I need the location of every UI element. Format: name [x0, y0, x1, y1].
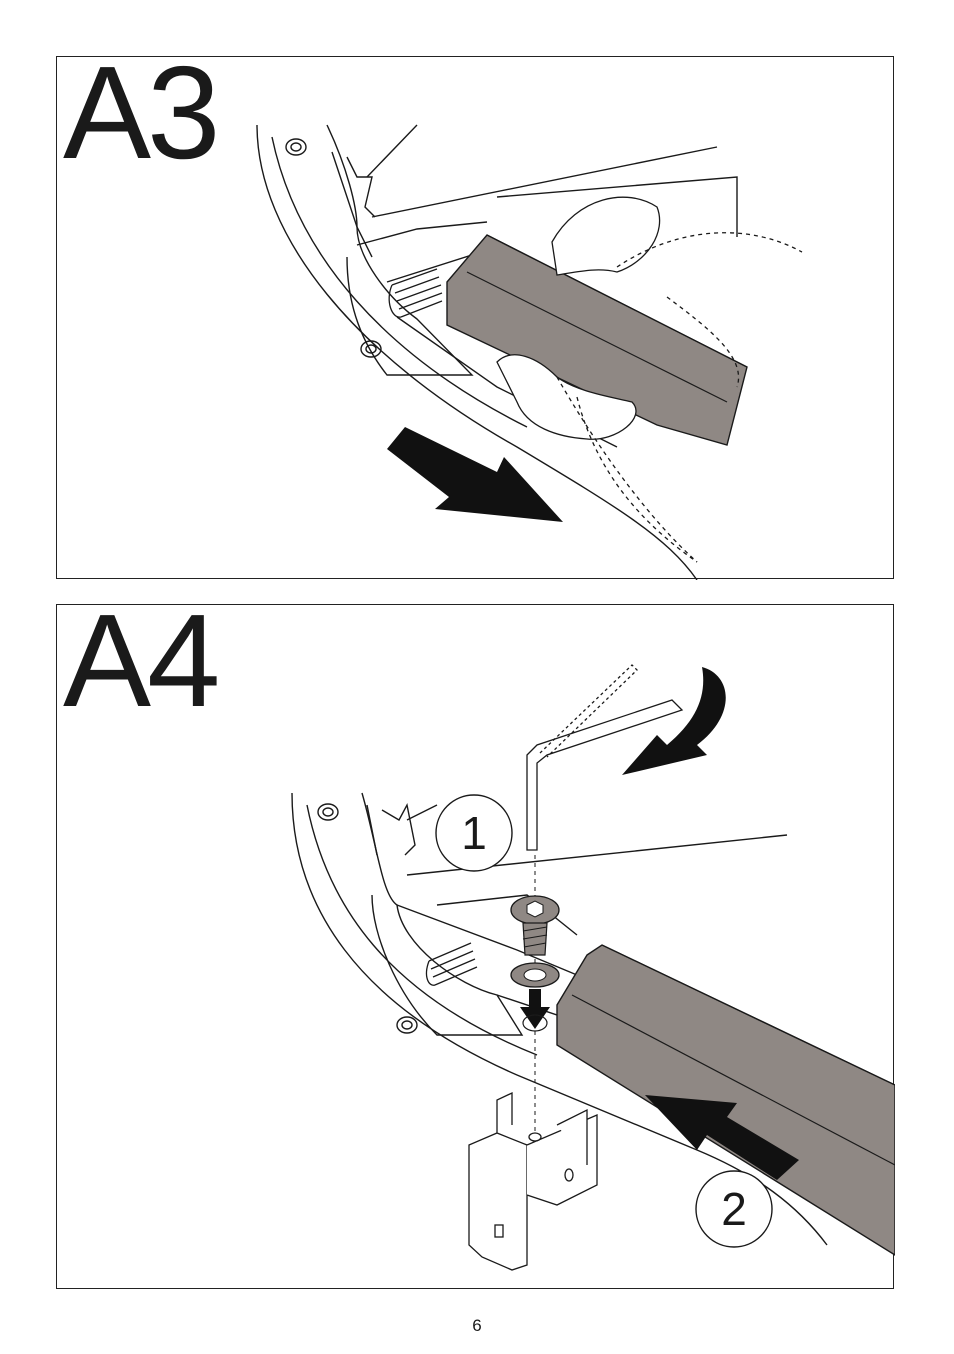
- washer-icon: [511, 963, 559, 987]
- page-number: 6: [0, 1316, 954, 1336]
- callout-1: 1: [436, 795, 512, 871]
- step-a3-illustration: [57, 57, 895, 580]
- step-a4-illustration: 1 2: [57, 605, 895, 1290]
- spring-icon: [389, 269, 442, 317]
- push-direction-arrow-icon: [387, 427, 563, 522]
- bracket-icon: [469, 1093, 597, 1270]
- step-panel-a3: A3: [56, 56, 894, 579]
- callout-2: 2: [696, 1171, 772, 1247]
- step-panel-a4: A4: [56, 604, 894, 1289]
- down-arrow-icon: [520, 989, 550, 1029]
- svg-text:1: 1: [461, 807, 487, 859]
- spring-icon: [427, 943, 477, 985]
- screw-icon: [511, 896, 559, 955]
- svg-text:2: 2: [721, 1183, 747, 1235]
